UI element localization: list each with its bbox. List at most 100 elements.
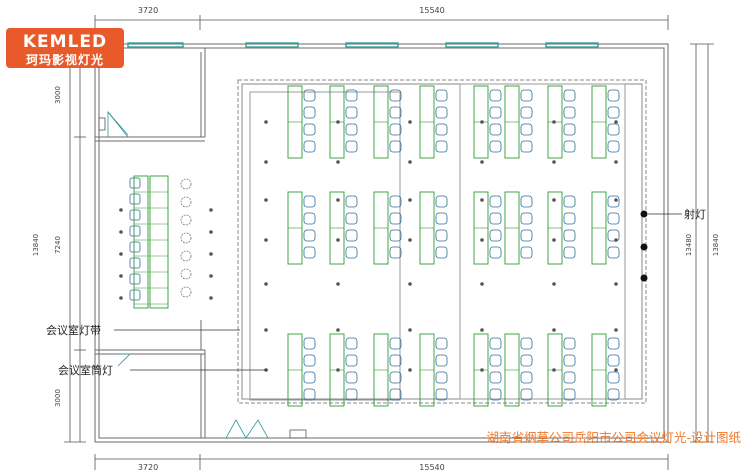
chair [389, 106, 402, 119]
chair [129, 289, 141, 301]
spotlight-2 [640, 243, 648, 251]
chair [563, 123, 576, 136]
chair [607, 371, 620, 384]
downlight-icon [119, 274, 123, 278]
chair [607, 354, 620, 367]
kemled-logo: KEMLED 珂玛影视灯光 [6, 28, 124, 68]
dimension-right-inner: 13480 [685, 234, 693, 256]
downlight-icon [408, 328, 412, 332]
downlight-icon [552, 238, 556, 242]
chair [520, 388, 533, 401]
chair [563, 106, 576, 119]
downlight-icon [614, 120, 618, 124]
chair [520, 337, 533, 350]
chair [563, 195, 576, 208]
chair [129, 209, 141, 221]
chair [607, 229, 620, 242]
chair [389, 212, 402, 225]
downlight-icon [552, 120, 556, 124]
chair [303, 388, 316, 401]
downlight-icon [614, 282, 618, 286]
downlight-icon [209, 230, 213, 234]
chair [489, 246, 502, 259]
downlight-icon [552, 198, 556, 202]
downlight-icon [264, 160, 268, 164]
dimension-left-bottom: 3000 [54, 389, 62, 407]
plant-icon [180, 232, 192, 244]
chair [129, 241, 141, 253]
downlight-icon [552, 328, 556, 332]
chair [129, 177, 141, 189]
windows [127, 42, 599, 48]
chair [607, 195, 620, 208]
downlight-icon [480, 160, 484, 164]
chair [303, 195, 316, 208]
downlight-icon [552, 368, 556, 372]
chair [303, 229, 316, 242]
chair [435, 354, 448, 367]
chair [489, 354, 502, 367]
dimension-lines [64, 15, 714, 470]
plant-icon [180, 196, 192, 208]
downlight-icon [480, 368, 484, 372]
downlight-icon [336, 120, 340, 124]
chair [489, 337, 502, 350]
chair [303, 123, 316, 136]
chair [607, 89, 620, 102]
chair [303, 246, 316, 259]
column [98, 117, 106, 131]
downlight-icon [614, 160, 618, 164]
strip-light-label: 会议室灯带 [46, 323, 101, 337]
walls [94, 43, 669, 443]
downlight-icon [480, 328, 484, 332]
downlight-icon [408, 198, 412, 202]
spotlights [640, 210, 682, 282]
chair [345, 123, 358, 136]
chair [520, 371, 533, 384]
chair [607, 337, 620, 350]
chair [303, 106, 316, 119]
chair [345, 246, 358, 259]
dimension-bottom-left: 3720 [138, 463, 158, 472]
chair [489, 229, 502, 242]
dimension-top-left: 3720 [138, 6, 158, 15]
chair [345, 337, 358, 350]
chair [435, 337, 448, 350]
chair [520, 246, 533, 259]
downlight-icon [209, 274, 213, 278]
chair [435, 89, 448, 102]
spotlight-label: 射灯 [684, 207, 706, 221]
drawing-caption: 湖南省烟草公司岳阳市公司会议灯光-设计图纸 [486, 430, 741, 445]
downlight-icon [614, 368, 618, 372]
chair [303, 371, 316, 384]
downlight-icon [209, 252, 213, 256]
dimension-left-middle: 7240 [54, 236, 62, 254]
left-room-furniture [119, 175, 213, 309]
chair [520, 89, 533, 102]
plant-icon [180, 250, 192, 262]
chair [435, 388, 448, 401]
chair [435, 246, 448, 259]
conference-table [149, 175, 169, 309]
plant-icon [180, 214, 192, 226]
downlight-icon [408, 282, 412, 286]
chair [563, 388, 576, 401]
downlight-icon [264, 328, 268, 332]
downlight-icon [119, 296, 123, 300]
chair [303, 337, 316, 350]
plant-icon [180, 178, 192, 190]
chair [303, 212, 316, 225]
logo-subtitle: 珂玛影视灯光 [25, 53, 104, 67]
chair [389, 246, 402, 259]
chair [520, 229, 533, 242]
downlight-icon [336, 328, 340, 332]
chair [303, 89, 316, 102]
chair [607, 140, 620, 153]
chair [345, 388, 358, 401]
chair [389, 195, 402, 208]
downlight-icon [209, 208, 213, 212]
chair [389, 140, 402, 153]
downlight-icon [614, 328, 618, 332]
chair [563, 354, 576, 367]
chair [607, 246, 620, 259]
